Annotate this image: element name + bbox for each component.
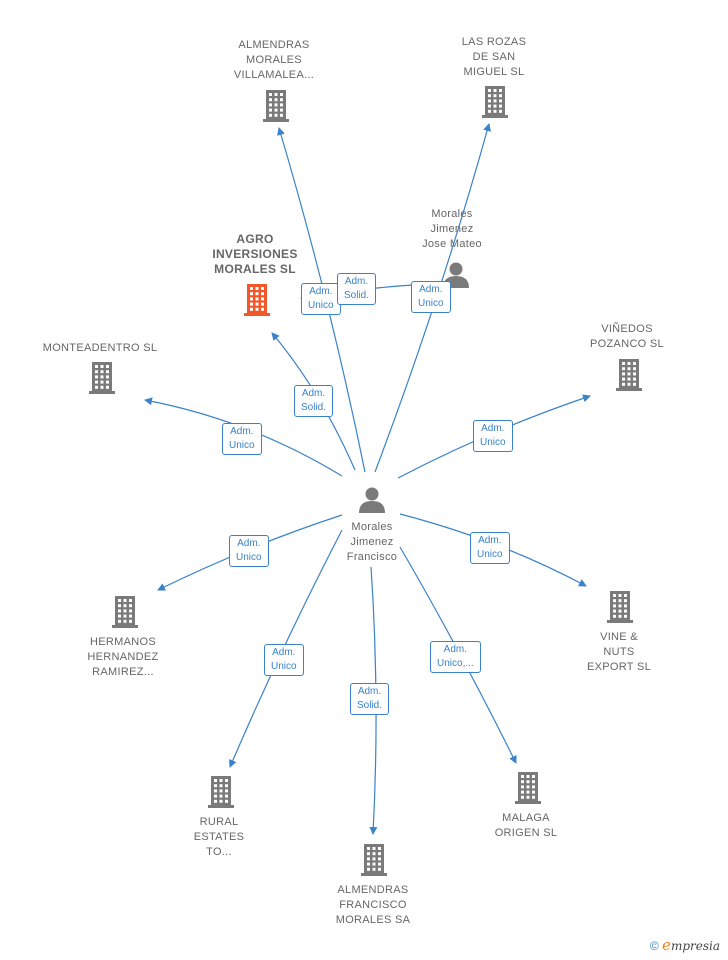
node-agro-inversiones[interactable]: AGRO INVERSIONES MORALES SL xyxy=(185,232,325,277)
almendras-morales-building-icon[interactable] xyxy=(263,90,289,122)
vine-nuts-building-icon[interactable] xyxy=(607,591,633,623)
brand-logo-initial: e xyxy=(662,936,671,954)
malaga-origen-building-icon[interactable] xyxy=(515,772,541,804)
relation-label-vinedos[interactable]: Adm. Unico xyxy=(473,420,513,452)
node-rural-estates[interactable]: RURAL ESTATES TO... xyxy=(149,815,289,860)
node-almendras-francisco[interactable]: ALMENDRAS FRANCISCO MORALES SA xyxy=(303,883,443,928)
hermanos-hernandez-building-icon[interactable] xyxy=(112,596,138,628)
node-vine-nuts[interactable]: VINE & NUTS EXPORT SL xyxy=(549,630,689,675)
relation-label-almendras-morales[interactable]: Adm. Unico xyxy=(301,283,341,315)
node-label-rural-estates: RURAL ESTATES TO... xyxy=(193,816,245,858)
node-almendras-morales[interactable]: ALMENDRAS MORALES VILLAMALEA... xyxy=(204,38,344,83)
node-label-malaga-origen: MALAGA ORIGEN SL xyxy=(494,812,558,839)
relation-label-las-rozas[interactable]: Adm. Unico xyxy=(411,281,451,313)
node-label-agro-inversiones: AGRO INVERSIONES MORALES SL xyxy=(212,232,298,276)
node-label-almendras-morales: ALMENDRAS MORALES VILLAMALEA... xyxy=(233,39,315,81)
node-malaga-origen[interactable]: MALAGA ORIGEN SL xyxy=(456,811,596,841)
almendras-francisco-building-icon[interactable] xyxy=(361,844,387,876)
brand-logo-text: mpresia xyxy=(670,939,720,953)
node-label-vinedos-pozanco: VIÑEDOS POZANCO SL xyxy=(590,323,664,350)
relation-label-agro-solid[interactable]: Adm. Solid. xyxy=(294,385,334,417)
node-label-morales-jose-mateo: Morales Jimenez Jose Mateo xyxy=(422,208,482,250)
node-label-vine-nuts: VINE & NUTS EXPORT SL xyxy=(586,631,652,673)
center-node-label: Morales Jimenez Francisco xyxy=(346,521,398,563)
node-label-hermanos-hernandez: HERMANOS HERNANDEZ RAMIREZ... xyxy=(87,636,159,678)
relation-label-almendras-francisco[interactable]: Adm. Solid. xyxy=(350,683,390,715)
node-label-monteadentro: MONTEADENTRO SL xyxy=(42,342,158,354)
copyright-notice: © empresia xyxy=(650,936,720,954)
graph-icons xyxy=(89,86,642,876)
relation-label-monteadentro[interactable]: Adm. Unico xyxy=(222,423,262,455)
center-person-icon[interactable] xyxy=(359,487,385,514)
copyright-symbol: © xyxy=(649,939,659,953)
las-rozas-building-icon[interactable] xyxy=(482,86,508,118)
rural-estates-building-icon[interactable] xyxy=(208,776,234,808)
graph-edges xyxy=(144,123,591,835)
node-las-rozas[interactable]: LAS ROZAS DE SAN MIGUEL SL xyxy=(424,35,564,80)
agro-inversiones-building-icon[interactable] xyxy=(244,284,270,316)
center-node[interactable]: Morales Jimenez Francisco xyxy=(312,520,432,565)
node-vinedos-pozanco[interactable]: VIÑEDOS POZANCO SL xyxy=(557,322,697,352)
relation-label-hermanos[interactable]: Adm. Unico xyxy=(229,535,269,567)
node-morales-jose-mateo[interactable]: Morales Jimenez Jose Mateo xyxy=(382,207,522,252)
relation-label-vine-nuts[interactable]: Adm. Unico xyxy=(470,532,510,564)
relation-label-rural[interactable]: Adm. Unico xyxy=(264,644,304,676)
relation-label-malaga[interactable]: Adm. Unico,... xyxy=(430,641,481,673)
node-monteadentro[interactable]: MONTEADENTRO SL xyxy=(30,341,170,356)
vinedos-pozanco-building-icon[interactable] xyxy=(616,359,642,391)
relation-label-agro-solid-top[interactable]: Adm. Solid. xyxy=(337,273,377,305)
monteadentro-building-icon[interactable] xyxy=(89,362,115,394)
node-label-almendras-francisco: ALMENDRAS FRANCISCO MORALES SA xyxy=(335,884,411,926)
node-label-las-rozas: LAS ROZAS DE SAN MIGUEL SL xyxy=(461,36,527,78)
node-hermanos-hernandez[interactable]: HERMANOS HERNANDEZ RAMIREZ... xyxy=(53,635,193,680)
